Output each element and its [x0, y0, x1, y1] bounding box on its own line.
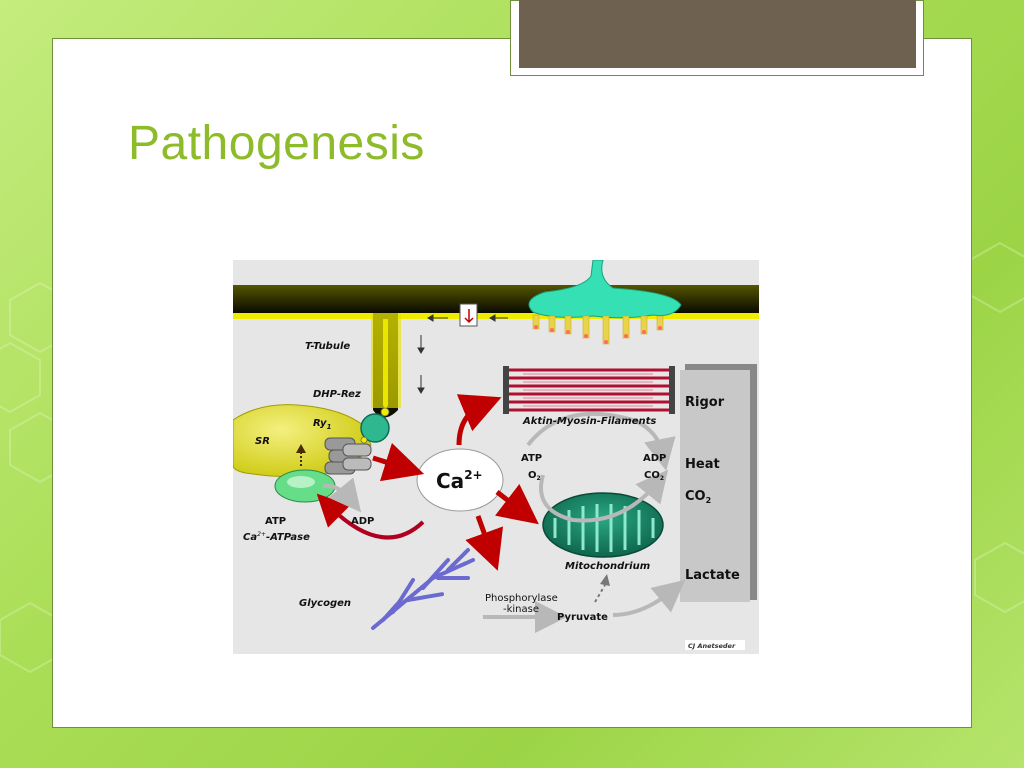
heat-label: Heat — [685, 457, 720, 472]
glycogen-icon — [371, 548, 475, 630]
lactate-label: Lactate — [685, 568, 740, 583]
dhp-receptor-icon — [360, 407, 390, 444]
atp-left-label: ATP — [265, 516, 286, 527]
calcium-release-arrows — [372, 394, 539, 571]
voltage-indicator-icon — [459, 303, 478, 327]
actin-myosin-filaments-icon — [503, 366, 675, 414]
slide-title: Pathogenesis — [128, 117, 425, 170]
atp-mid-label: ATP — [521, 453, 542, 464]
adp-mid-label: ADP — [643, 453, 666, 464]
dhp-rez-label: DHP-Rez — [313, 389, 361, 400]
t-tubule-label: T-Tubule — [305, 341, 350, 352]
rigor-label: Rigor — [685, 395, 725, 410]
sarcolemma-membrane — [233, 285, 759, 319]
glycogen-label: Glycogen — [299, 598, 351, 609]
slide-header-tab-fill — [519, 0, 916, 68]
pyruvate-to-mito-arrow — [594, 574, 610, 603]
filaments-label: Aktin-Myosin-Filaments — [522, 416, 656, 427]
calcium-reuptake-arrow — [316, 493, 425, 540]
pathogenesis-diagram: T-Tubule DHP-Rez Ry1 SR ATP ADP Ca2+-ATP… — [233, 260, 759, 654]
membrane-current-arrows — [417, 314, 508, 394]
outcome-panel — [680, 364, 757, 602]
phosphorylase-label-line2: -kinase — [503, 604, 539, 615]
pyruvate-label: Pyruvate — [557, 612, 608, 623]
t-tubule-channel — [371, 313, 401, 418]
ca-atpase-label: Ca2+-ATPase — [243, 531, 310, 543]
ry-label: Ry1 — [313, 418, 332, 431]
pump-into-sr-arrow — [296, 444, 306, 466]
sr-label: SR — [255, 436, 270, 447]
o2-label: O2 — [528, 470, 541, 482]
credit-box — [685, 640, 745, 650]
ryanodine-receptor-icon — [324, 437, 372, 475]
ca-main-label: Ca2+ — [436, 468, 483, 493]
phosphorylase-label-line1: Phosphorylase — [485, 593, 558, 604]
adp-left-label: ADP — [351, 516, 374, 527]
mitochondrium-icon — [542, 492, 664, 558]
mitochondrium-label: Mitochondrium — [565, 561, 650, 572]
credit-label: CJ Anetseder — [688, 642, 736, 650]
co2-mid-label: CO2 — [644, 470, 664, 482]
motor-endplate-icon — [528, 260, 682, 345]
metabolic-flow-arrows — [322, 411, 686, 633]
co2-right-label: CO2 — [685, 489, 711, 505]
